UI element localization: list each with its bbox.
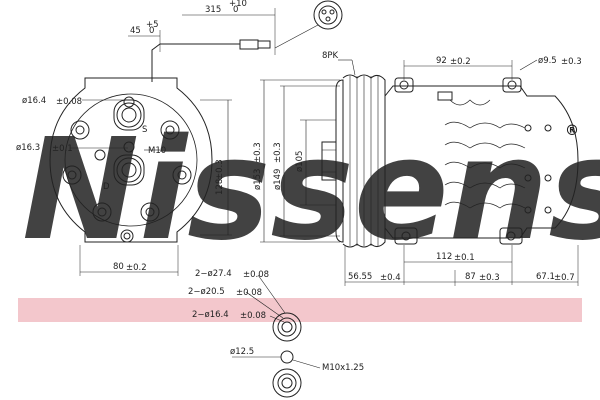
- dim-5655: 56.55: [348, 272, 372, 282]
- dim-45: 45: [130, 26, 141, 36]
- dim-fit-125: ø12.5: [230, 347, 254, 357]
- fitting-detail: [232, 274, 321, 398]
- side-view: [344, 59, 579, 286]
- dim-fit-274-tol: ±0.08: [243, 270, 269, 280]
- dim-112-tol: ±0.1: [454, 253, 475, 263]
- dim-fit-205: 2−ø20.5: [188, 287, 225, 297]
- dim-80: 80: [113, 262, 124, 272]
- dim-fit-164: 2−ø16.4: [192, 310, 229, 320]
- dim-315-tol2: 0: [233, 5, 238, 15]
- dim-fit-thread: M10x1.25: [322, 363, 364, 373]
- dim-128-tol: ±0.3: [215, 159, 225, 180]
- pulley-view: [260, 59, 386, 248]
- dim-fit-164-tol: ±0.08: [240, 311, 266, 321]
- dim-315-tol: +10: [229, 0, 247, 9]
- dim-fit-274: 2−ø27.4: [195, 269, 232, 279]
- watermark-reg: ®: [565, 123, 579, 139]
- dim-112: 112: [436, 252, 452, 262]
- dim-315: 315: [205, 5, 221, 15]
- dim-d163-tol: ±0.1: [52, 144, 73, 154]
- watermark-band: [18, 298, 582, 322]
- label-s: S: [142, 125, 147, 135]
- dim-45-tol2: 0: [149, 26, 154, 36]
- ports: [94, 96, 145, 186]
- dim-d163: ø16.3: [16, 143, 40, 153]
- label-d: D: [103, 182, 110, 192]
- dim-671-tol: ±0.7: [554, 273, 575, 283]
- dim-87: 87: [465, 272, 476, 282]
- dim-fit-205-tol: ±0.08: [236, 288, 262, 298]
- dim-d149-tol: ±0.3: [273, 142, 283, 163]
- dim-5655-tol: ±0.4: [380, 273, 401, 283]
- front-view: [49, 0, 343, 276]
- dim-80-tol: ±0.2: [126, 263, 147, 273]
- dim-d164: ø16.4: [22, 96, 46, 106]
- dim-87-tol: ±0.3: [479, 273, 500, 283]
- dim-d95: ø9.5: [538, 56, 557, 66]
- dim-d95-tol: ±0.3: [561, 57, 582, 67]
- front-bolts: [62, 120, 192, 243]
- dim-d149: ø149: [273, 169, 283, 190]
- dim-d105: ø105: [295, 151, 305, 172]
- dim-d153: ø153: [253, 169, 263, 190]
- dim-671: 67.1: [536, 272, 555, 282]
- dim-45-tol: +5: [146, 20, 159, 30]
- label-m10: M10: [148, 146, 166, 156]
- dim-92-tol: ±0.2: [450, 57, 471, 67]
- dim-128: 128: [215, 179, 225, 195]
- dim-d164-tol: ±0.08: [56, 97, 82, 107]
- pulley-type: 8PK: [322, 51, 339, 61]
- watermark-text: Nissens: [22, 109, 600, 272]
- dim-d153-tol: ±0.3: [253, 142, 263, 163]
- dim-92: 92: [436, 56, 447, 66]
